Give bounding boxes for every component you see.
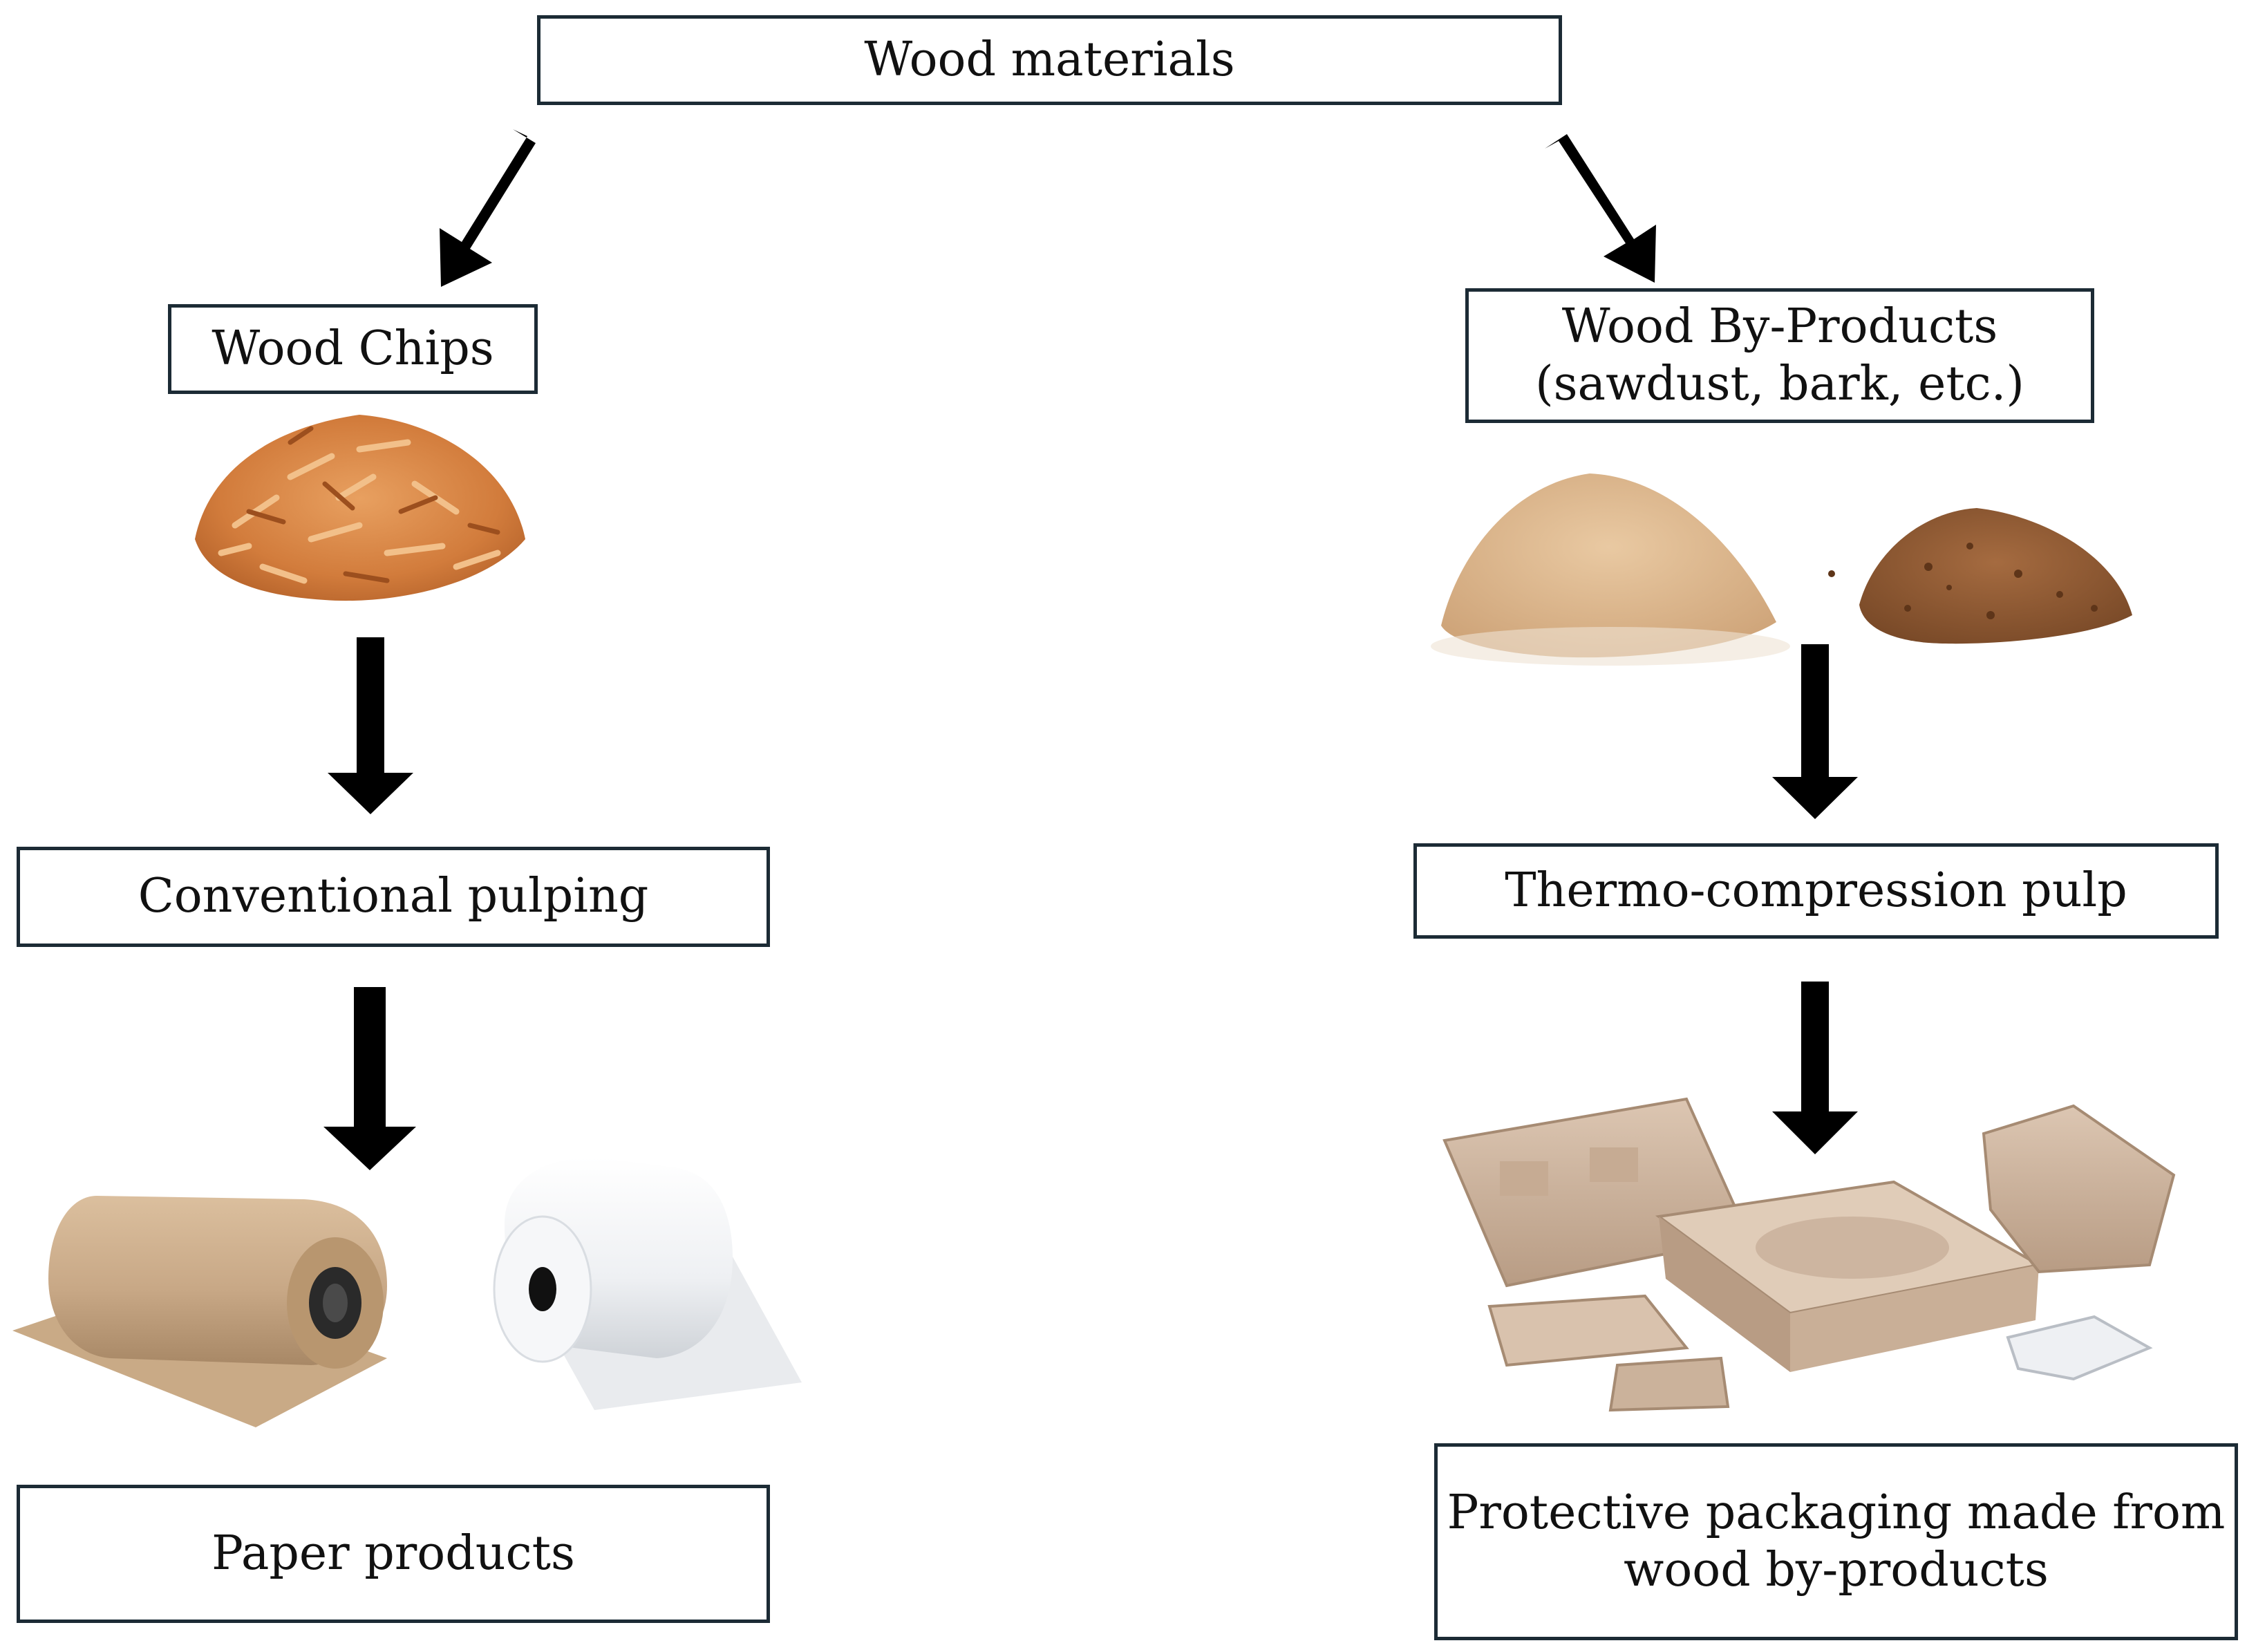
wood-chips-image xyxy=(195,415,525,601)
arrow-pulping-to-paper xyxy=(323,987,416,1170)
arrow-thermo-to-packaging xyxy=(1772,982,1858,1154)
wood-chips-label: Wood Chips xyxy=(211,321,494,376)
protective-packaging-line1: Protective packaging made from xyxy=(1447,1485,2226,1540)
arrow-root-to-by-products xyxy=(1545,134,1656,283)
protective-packaging-box: Protective packaging made from wood by-p… xyxy=(1434,1443,2238,1640)
thermo-compression-pulp-box: Thermo-compression pulp xyxy=(1413,843,2219,939)
paper-products-label: Paper products xyxy=(211,1526,575,1581)
white-paper-roll-image xyxy=(493,1157,802,1410)
root-label: Wood materials xyxy=(864,32,1235,87)
arrow-root-to-wood-chips xyxy=(440,129,536,287)
thermo-compression-pulp-label: Thermo-compression pulp xyxy=(1505,863,2127,918)
conventional-pulping-label: Conventional pulping xyxy=(138,869,649,924)
kraft-paper-roll-image xyxy=(12,1196,387,1427)
paper-products-box: Paper products xyxy=(17,1485,770,1623)
wood-chips-box: Wood Chips xyxy=(168,304,538,394)
molded-pulp-packaging-image xyxy=(1442,1097,2176,1412)
wood-by-products-line1: Wood By-Products xyxy=(1561,299,1998,354)
protective-packaging-line2: wood by-products xyxy=(1624,1542,2049,1597)
arrow-chips-to-pulping xyxy=(328,637,413,814)
arrow-byproducts-to-thermo xyxy=(1772,644,1858,819)
sawdust-pile-image xyxy=(1431,473,1790,666)
bark-pile-image xyxy=(1828,508,2132,644)
conventional-pulping-box: Conventional pulping xyxy=(17,847,770,947)
root-box-wood-materials: Wood materials xyxy=(537,15,1562,105)
wood-by-products-line2: (sawdust, bark, etc.) xyxy=(1535,356,2024,411)
wood-by-products-box: Wood By-Products (sawdust, bark, etc.) xyxy=(1465,288,2094,423)
